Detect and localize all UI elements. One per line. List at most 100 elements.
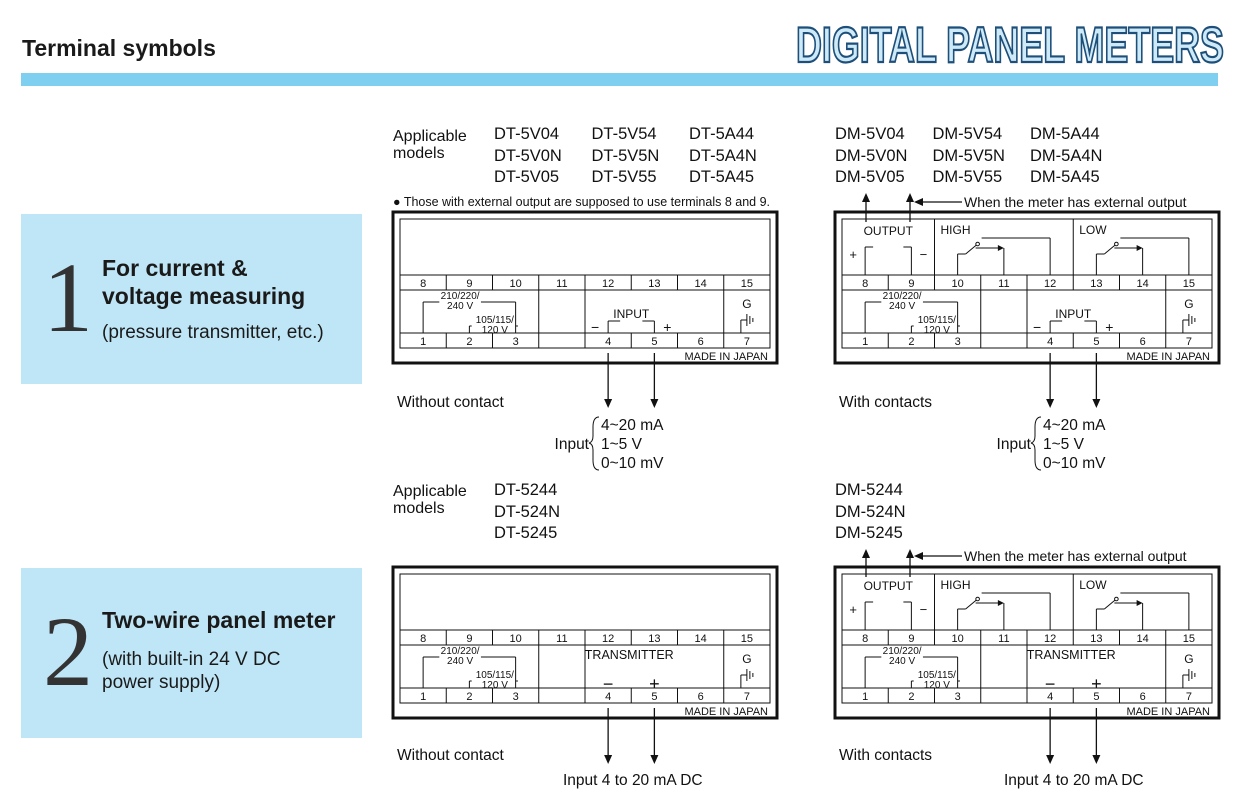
input-4-20-label: Input 4 to 20 mA DC [563, 772, 703, 789]
terminal-number: 15 [741, 633, 753, 645]
banner-title: DIGITAL PANEL METERS [795, 16, 1225, 74]
section-2-subtitle-line1: (with built-in 24 V DC [102, 649, 281, 670]
model-name: DT-5A44 [689, 125, 755, 143]
input-range-value: 0~10 mV [601, 455, 664, 472]
arrow-down-icon [1046, 399, 1055, 408]
terminal-number: 2 [466, 336, 472, 348]
section-2-panel: 2 Two-wire panel meter (with built-in 24… [21, 568, 362, 738]
high-label: HIGH [941, 578, 971, 592]
plus-sign: + [849, 602, 857, 617]
with-contacts-label: With contacts [839, 394, 932, 411]
minus-sign: − [920, 247, 928, 262]
terminal-number: 9 [908, 633, 914, 645]
terminal-number: 9 [466, 278, 472, 290]
terminal-number: 13 [1090, 278, 1102, 290]
terminal-number: 6 [1140, 336, 1146, 348]
terminal-number: 5 [1093, 691, 1099, 703]
terminal-number: 6 [698, 336, 704, 348]
input-range-value: 4~20 mA [601, 417, 664, 434]
input-word: Input [555, 436, 590, 453]
transmitter-label: TRANSMITTER [1027, 648, 1116, 662]
output-label: OUTPUT [864, 579, 914, 593]
page-title: Terminal symbols [22, 35, 216, 61]
relay-switch-icon [965, 243, 978, 255]
minus-sign: − [1033, 319, 1041, 335]
input-range: Input 4~20 mA 1~5 V 0~10 mV [555, 416, 664, 472]
terminal-number: 2 [908, 336, 914, 348]
arrow-up-icon [906, 193, 914, 202]
applicable-label-2a: Applicable [393, 483, 467, 500]
ground-label: G [742, 652, 751, 666]
relay-contact-icon [1114, 596, 1119, 602]
brace-icon [1030, 416, 1042, 471]
input-range-value: 1~5 V [601, 436, 643, 453]
high-label: HIGH [941, 223, 971, 237]
input-arrows [1046, 708, 1101, 764]
brace-icon [588, 416, 600, 471]
terminal-number: 2 [466, 691, 472, 703]
voltage-label: 240 V [889, 656, 915, 667]
output-arrows: When the meter has external output [862, 193, 1187, 222]
arrow-up-icon [906, 549, 914, 558]
terminal-number: 6 [1140, 691, 1146, 703]
external-output-label: When the meter has external output [964, 194, 1187, 210]
terminal-number: 10 [510, 278, 522, 290]
terminal-number: 11 [998, 633, 1009, 645]
arrow-down-icon [650, 755, 659, 764]
made-in-label: MADE IN JAPAN [1126, 351, 1210, 363]
terminal-number: 4 [1047, 336, 1053, 348]
section-1-number: 1 [43, 242, 93, 353]
terminal-number: 6 [698, 691, 704, 703]
terminal-number: 11 [556, 633, 567, 645]
terminal-number: 8 [420, 278, 426, 290]
section-1-title-line1: For current & [102, 255, 248, 281]
arrow-up-icon [862, 549, 870, 558]
section-1-subtitle: (pressure transmitter, etc.) [102, 322, 324, 343]
model-name: DT-5V5N [591, 146, 660, 165]
header-rule [21, 73, 1218, 86]
model-name: DM-5244 [835, 481, 903, 499]
input-range-value: 4~20 mA [1043, 417, 1106, 434]
terminal-number: 12 [1044, 633, 1056, 645]
terminal-number: 12 [1044, 278, 1056, 290]
made-in-label: MADE IN JAPAN [1126, 706, 1210, 718]
minus-sign: − [1045, 674, 1056, 694]
terminal-number: 10 [952, 633, 964, 645]
terminal-number: 9 [908, 278, 914, 290]
output-label: OUTPUT [864, 224, 914, 238]
model-name: DT-5V04 [494, 125, 560, 143]
model-name: DM-5V54 [932, 125, 1003, 143]
terminal-number: 4 [1047, 691, 1053, 703]
input-arrows [604, 708, 659, 764]
model-name: DT-524N [494, 502, 561, 521]
ground-label: G [742, 297, 751, 311]
terminal-number: 5 [1093, 336, 1099, 348]
ground-label: G [1184, 297, 1193, 311]
terminal-number: 9 [466, 633, 472, 645]
model-name: DM-5A45 [1030, 168, 1100, 186]
arrow-down-icon [650, 399, 659, 408]
terminal-number: 8 [862, 633, 868, 645]
arrow-down-icon [604, 755, 613, 764]
model-name: DM-5V55 [932, 168, 1003, 186]
voltage-label: 120 V [924, 325, 950, 336]
terminal-number: 11 [556, 278, 567, 290]
transmitter-label: TRANSMITTER [585, 648, 674, 662]
model-name: DM-5A4N [1030, 146, 1103, 165]
input-4-20-label: Input 4 to 20 mA DC [1004, 772, 1144, 789]
relay-contact-icon [975, 596, 980, 602]
terminal-number: 15 [1183, 278, 1195, 290]
relay-contact-icon [975, 241, 980, 247]
voltage-label: 105/115/ [918, 315, 956, 326]
without-contact-label: Without contact [397, 747, 505, 764]
voltage-label: 105/115/ [918, 670, 956, 681]
arrow-down-icon [1092, 755, 1101, 764]
input-word: Input [997, 436, 1032, 453]
relay-contact-icon [1114, 241, 1119, 247]
low-label: LOW [1079, 223, 1107, 237]
model-name: DT-5A4N [689, 146, 757, 165]
input-range-value: 1~5 V [1043, 436, 1085, 453]
section-2-title: Two-wire panel meter [102, 607, 336, 633]
